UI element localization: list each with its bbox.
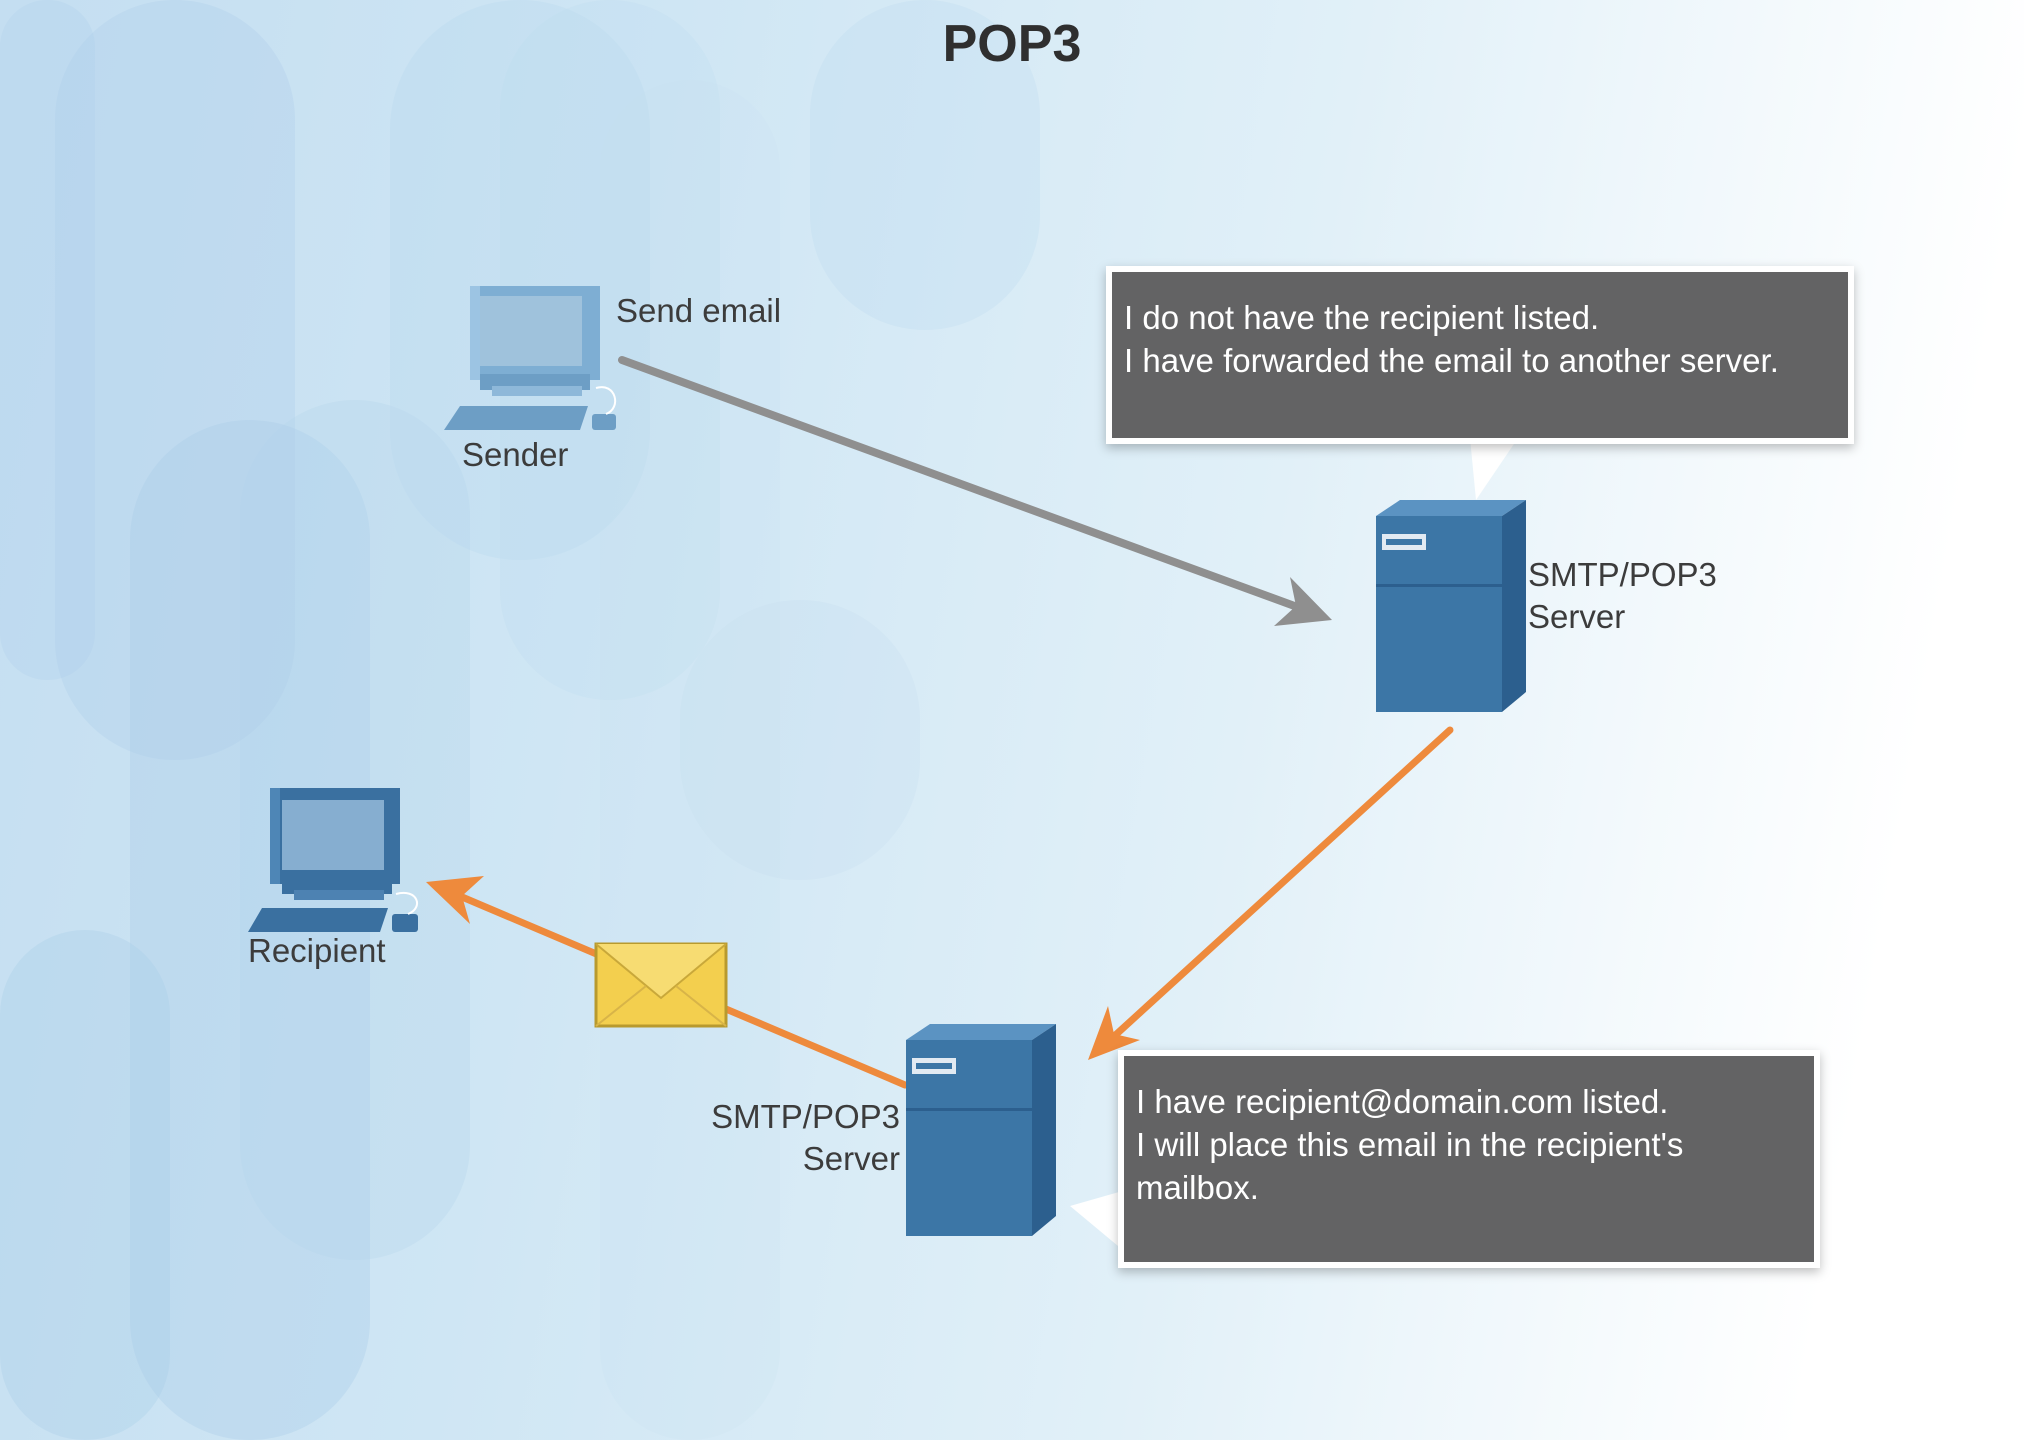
forward-arrowhead bbox=[1088, 1006, 1140, 1060]
bottom-callout-line-2: I will place this email in the recipient… bbox=[1136, 1126, 1684, 1163]
send-email-label: Send email bbox=[616, 292, 782, 329]
send-email-arrow bbox=[618, 356, 1304, 612]
top-server-callout: I do not have the recipient listed. I ha… bbox=[1106, 266, 1854, 444]
bottom-callout-line-1: I have recipient@domain.com listed. bbox=[1136, 1083, 1669, 1120]
top-callout-line-2: I have forwarded the email to another se… bbox=[1124, 342, 1779, 379]
send-email-arrowhead bbox=[1274, 577, 1332, 626]
bottom-server-icon bbox=[906, 1024, 1056, 1236]
bottom-server-label-line1: SMTP/POP3 bbox=[711, 1098, 900, 1135]
forward-arrow bbox=[1106, 726, 1454, 1044]
bottom-server-label-line2: Server bbox=[802, 1140, 900, 1177]
sender-label: Sender bbox=[462, 436, 569, 473]
deliver-arrowhead bbox=[426, 876, 484, 924]
top-server-label-line1: SMTP/POP3 bbox=[1528, 556, 1717, 593]
top-callout-line-1: I do not have the recipient listed. bbox=[1124, 299, 1600, 336]
sender-computer-icon bbox=[444, 286, 616, 430]
top-server-label-line2: Server bbox=[1528, 598, 1626, 635]
envelope-icon bbox=[594, 942, 728, 1028]
recipient-label: Recipient bbox=[248, 932, 386, 969]
bottom-server-callout: I have recipient@domain.com listed. I wi… bbox=[1118, 1050, 1820, 1268]
bottom-callout-line-3: mailbox. bbox=[1136, 1169, 1259, 1206]
diagram-title: POP3 bbox=[942, 15, 1082, 73]
recipient-computer-icon bbox=[248, 788, 419, 932]
top-server-icon bbox=[1376, 500, 1526, 712]
